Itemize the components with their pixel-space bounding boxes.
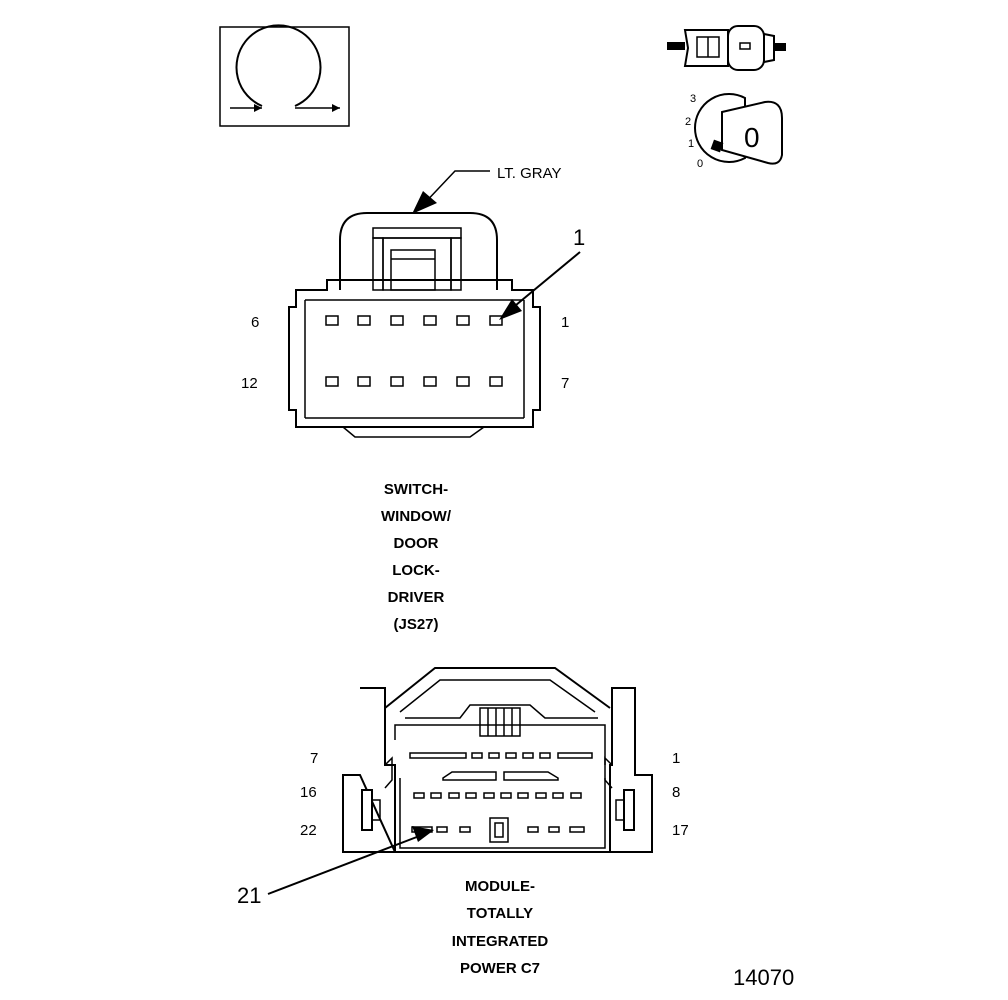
pin-label-7: 7 — [310, 750, 318, 767]
pin-label-1: 1 — [561, 314, 569, 331]
key-symbol: 0 — [744, 122, 760, 153]
cavity-row-2 — [325, 376, 503, 387]
color-label: LT. GRAY — [497, 165, 561, 182]
pin-label-7: 7 — [561, 375, 569, 392]
color-callout: LT. GRAY — [412, 165, 561, 214]
tipm-connector-title: MODULE- TOTALLY INTEGRATED POWER C7 — [452, 878, 549, 977]
switch-title-line-1: SWITCH- — [384, 481, 448, 498]
ignition-position-2: 2 — [685, 116, 691, 128]
figure-number: 14070 — [733, 965, 794, 990]
cavity-row-1 — [409, 752, 593, 759]
switch-title-line-5: DRIVER — [388, 589, 445, 606]
ignition-position-1: 1 — [688, 138, 694, 150]
cavity-row-2 — [413, 792, 582, 799]
ignition-position-0: 0 — [697, 158, 703, 170]
callout-21: 21 — [237, 883, 261, 908]
pin-label-6: 6 — [251, 314, 259, 331]
switch-title-line-2: WINDOW/ — [381, 508, 452, 525]
cavity-row-1 — [325, 315, 503, 326]
switch-connector: 6 1 12 7 1 — [241, 212, 585, 438]
ignition-position-3: 3 — [690, 93, 696, 105]
pin-label-8: 8 — [672, 784, 680, 801]
pin-label-16: 16 — [300, 784, 317, 801]
switch-title-line-3: DOOR — [394, 535, 439, 552]
switch-connector-title: SWITCH- WINDOW/ DOOR LOCK- DRIVER (JS27) — [381, 481, 452, 633]
tipm-title-line-2: TOTALLY — [467, 905, 533, 922]
tipm-connector: 7 1 16 8 22 17 21 — [237, 667, 689, 908]
ignition-key-icon: 0 3 2 1 0 — [685, 93, 783, 170]
tipm-title-line-4: POWER C7 — [460, 960, 540, 977]
pin-label-17: 17 — [672, 822, 689, 839]
switch-title-line-4: LOCK- — [392, 562, 440, 579]
connector-side-icon — [667, 25, 786, 71]
pin-label-1: 1 — [672, 750, 680, 767]
pin-label-12: 12 — [241, 375, 258, 392]
tipm-title-line-3: INTEGRATED — [452, 933, 549, 950]
terminal-view-icon — [219, 24, 350, 127]
pin-label-22: 22 — [300, 822, 317, 839]
switch-title-line-6: (JS27) — [393, 616, 438, 633]
cavity-row-3 — [411, 817, 585, 843]
tipm-title-line-1: MODULE- — [465, 878, 535, 895]
callout-1: 1 — [573, 225, 585, 250]
